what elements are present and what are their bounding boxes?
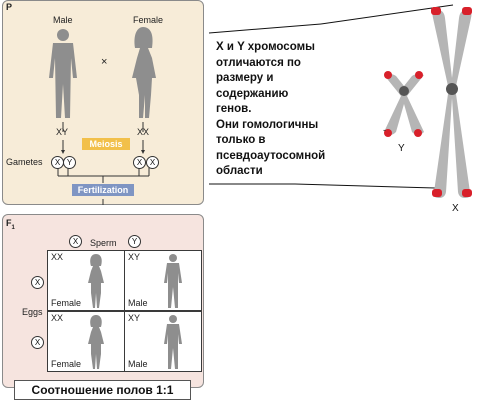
male-genotype: XY <box>56 127 69 137</box>
cell-genotype: XX <box>51 313 64 323</box>
eggs-label: Eggs <box>22 307 43 317</box>
male-silhouette <box>49 29 77 118</box>
female-silhouette <box>88 254 104 308</box>
description-line: только в <box>216 134 266 146</box>
male-silhouette <box>164 254 182 308</box>
punnett-cell-3: XX Female <box>48 312 124 371</box>
description-line: отличаются по <box>216 56 301 69</box>
y-chromosome-label: Y <box>398 143 405 154</box>
egg-x-1: X <box>31 276 44 289</box>
meiosis-label: Meiosis <box>82 138 130 150</box>
description-line: Х и Y хромосомы <box>216 41 315 53</box>
sperm-label: Sperm <box>90 238 117 248</box>
gamete-x-female-2: X <box>146 156 159 169</box>
male-silhouette <box>164 315 182 369</box>
x-chromosome <box>431 7 472 198</box>
sex-ratio-label: Соотношение полов 1:1 <box>14 380 191 400</box>
callout-lines <box>208 4 454 189</box>
cell-sex: Male <box>128 359 148 369</box>
fertilization-label: Fertilization <box>72 184 134 196</box>
description-line: псевдоаутосомной <box>216 149 326 162</box>
sperm-x: X <box>69 235 82 248</box>
description-line: размеру и <box>216 72 274 84</box>
gamete-x-female-1: X <box>133 156 146 169</box>
f1-label: F1 <box>6 218 15 231</box>
description-text: Х и Y хромосомы отличаются по размеру и … <box>216 40 356 180</box>
female-label: Female <box>133 15 164 25</box>
cell-genotype: XY <box>128 313 141 323</box>
gamete-y-male: Y <box>63 156 76 169</box>
cross-symbol: × <box>101 56 108 68</box>
punnett-cell-4: XY Male <box>125 312 201 371</box>
cell-genotype: XX <box>51 252 64 262</box>
female-silhouette <box>132 27 156 118</box>
x-chromosome-label: X <box>452 203 459 214</box>
cell-genotype: XY <box>128 252 141 262</box>
chromosome-diagram <box>208 4 472 198</box>
minus-sign: - <box>383 125 386 135</box>
cell-sex: Female <box>51 359 82 369</box>
parents-figures <box>49 27 156 205</box>
description-line: Они гомологичны <box>216 118 319 131</box>
punnett-cell-2: XY Male <box>125 251 201 310</box>
sperm-y: Y <box>128 235 141 248</box>
punnett-cell-1: XX Female <box>48 251 124 310</box>
female-silhouette <box>88 315 104 369</box>
egg-x-2: X <box>31 336 44 349</box>
cell-sex: Female <box>51 298 82 308</box>
cell-sex: Male <box>128 298 148 308</box>
description-line: области <box>216 165 263 177</box>
p-label: P <box>6 2 13 12</box>
male-label: Male <box>53 15 73 25</box>
parental-panel <box>2 0 204 205</box>
gametes-label: Gametes <box>6 157 43 167</box>
description-line: содержанию <box>216 87 289 100</box>
description-line: генов. <box>216 103 252 115</box>
y-chromosome <box>384 71 424 137</box>
female-genotype: XX <box>137 127 150 137</box>
